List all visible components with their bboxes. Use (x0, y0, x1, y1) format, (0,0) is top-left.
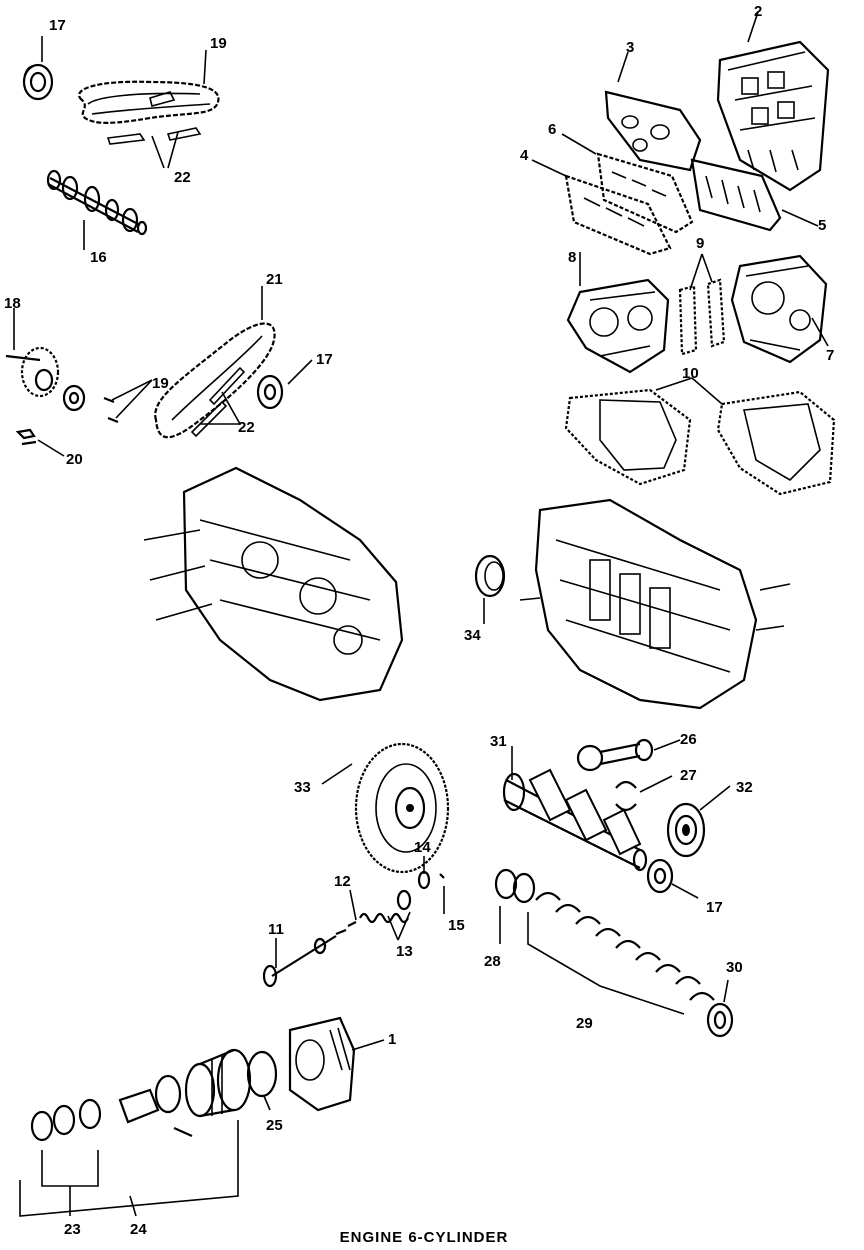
cover-gasket-part (564, 388, 836, 496)
callout-label: 18 (4, 295, 21, 312)
callout-label: 27 (680, 767, 697, 784)
callout-label: 25 (266, 1117, 283, 1134)
chain-housing-right-part (730, 254, 828, 364)
callout-label: 5 (818, 217, 826, 234)
seal-part (646, 858, 674, 894)
callout-label: 2 (754, 3, 762, 20)
callout-label: 22 (238, 419, 255, 436)
callout-label: 6 (548, 121, 556, 138)
callout-label: 8 (568, 249, 576, 266)
callout-label: 20 (66, 451, 83, 468)
valve-keeper-part (335, 921, 357, 936)
diagram-caption: ENGINE 6-CYLINDER (340, 1229, 509, 1246)
spring-retainer-part (417, 870, 445, 890)
pilot-bearing-part (706, 1002, 734, 1038)
chain-housing-left-part (566, 278, 670, 374)
thrust-bearing-part (494, 868, 536, 904)
callout-label: 31 (490, 733, 507, 750)
callout-label: 16 (90, 249, 107, 266)
main-bearing-part (535, 891, 715, 1001)
callout-label: 3 (626, 39, 634, 56)
callout-label: 10 (682, 365, 699, 382)
callout-label: 28 (484, 953, 501, 970)
piston-part (118, 1074, 193, 1138)
sprocket-part (5, 346, 86, 412)
gasket-part (564, 174, 672, 256)
flywheel-part (354, 742, 450, 874)
chain-housing-gasket-part (678, 278, 726, 356)
callout-label: 32 (736, 779, 753, 796)
callout-label: 19 (210, 35, 227, 52)
camshaft-housing-part (604, 90, 702, 172)
connecting-rod-part (576, 738, 654, 772)
callout-label: 34 (464, 627, 481, 644)
callout-label: 12 (334, 873, 351, 890)
callout-label: 4 (520, 147, 529, 164)
chain-guide-part (106, 127, 202, 145)
crankshaft-part (502, 768, 648, 872)
callout-label: 17 (316, 351, 333, 368)
callout-label: 9 (696, 235, 704, 252)
callout-label: 17 (706, 899, 723, 916)
cylinder-gasket-part (246, 1050, 278, 1098)
timing-chain-part (78, 80, 220, 124)
timing-chain-part (154, 322, 276, 439)
seal-part (256, 374, 284, 410)
callout-label: 1 (388, 1031, 396, 1048)
callout-label: 22 (174, 169, 191, 186)
gasket-part (690, 158, 782, 232)
callout-label: 21 (266, 271, 283, 288)
seal-part (22, 63, 54, 101)
callouts: 17 19 22 16 2 3 6 4 5 8 9 7 10 18 19 20 … (4, 3, 834, 1238)
callout-label: 7 (826, 347, 834, 364)
chain-guide-pin-part (103, 396, 119, 424)
callout-label: 17 (49, 17, 66, 34)
valve-spring-part (359, 889, 412, 924)
crankcase-right-part (519, 498, 791, 710)
rod-bearing-part (615, 780, 637, 812)
spring-seat-part (313, 937, 327, 955)
callout-label: 19 (152, 375, 169, 392)
cylinder-head-part (288, 1016, 356, 1112)
crank-seal-part (474, 554, 506, 598)
callout-label: 26 (680, 731, 697, 748)
callout-label: 30 (726, 959, 743, 976)
crankcase-left-part (143, 466, 404, 702)
cylinder-part (184, 1048, 252, 1118)
gasket-part (596, 152, 694, 234)
callout-label: 29 (576, 1015, 593, 1032)
piston-ring-part (30, 1098, 102, 1142)
leader-lines (13, 11, 829, 1217)
callout-label: 23 (64, 1221, 81, 1238)
callout-label: 11 (268, 921, 284, 938)
callout-label: 15 (448, 917, 465, 934)
camshaft-part (46, 169, 148, 236)
callout-label: 24 (130, 1221, 147, 1238)
callout-label: 13 (396, 943, 413, 960)
tensioner-clip-part (15, 428, 37, 446)
pulley-part (666, 802, 706, 858)
chain-guide-part (190, 366, 246, 438)
cylinder-head-cover-part (716, 40, 830, 192)
callout-label: 14 (414, 839, 431, 856)
callout-label: 33 (294, 779, 311, 796)
